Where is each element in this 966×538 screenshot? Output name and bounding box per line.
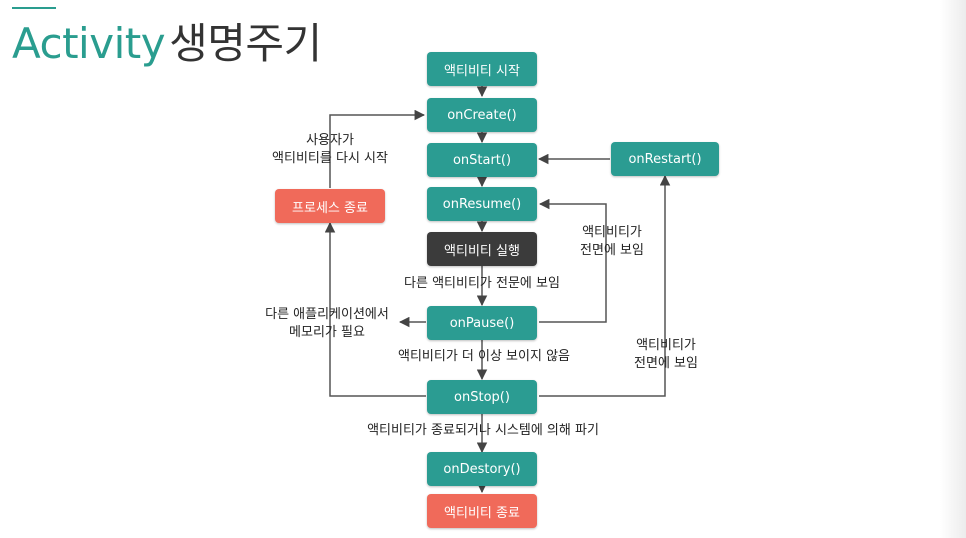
node-on-restart: onRestart()	[611, 142, 719, 176]
label-user-restart: 사용자가 액티비티를 다시 시작	[260, 132, 400, 168]
arrow-stop-to-process-killed	[324, 221, 426, 397]
title-prefix: Activity	[12, 19, 166, 68]
label-foreground-resume-line-2: 전면에 보임	[580, 243, 644, 258]
title-accent-rule	[12, 7, 56, 9]
node-on-pause: onPause()	[427, 306, 537, 340]
label-memory-needed-line-2: 메모리가 필요	[289, 325, 365, 340]
label-other-activity-foreground: 다른 액티비티가 전문에 보임	[404, 276, 560, 291]
page-title: Activity생명주기	[12, 16, 322, 72]
arrow-pause-to-resume	[538, 198, 607, 323]
label-user-restart-line-1: 사용자가	[306, 133, 354, 148]
node-activity-running: 액티비티 실행	[427, 232, 537, 266]
node-process-killed: 프로세스 종료	[275, 189, 385, 223]
title-suffix: 생명주기	[169, 19, 322, 68]
label-user-restart-line-2: 액티비티를 다시 시작	[272, 151, 388, 166]
node-on-destroy: onDestory()	[427, 452, 537, 486]
slide-edge-shade	[940, 0, 966, 538]
label-foreground-restart-line-1: 액티비티가	[636, 338, 696, 353]
node-on-start: onStart()	[427, 143, 537, 177]
label-foreground-resume-line-1: 액티비티가	[582, 225, 642, 240]
label-memory-needed: 다른 애플리케이션에서 메모리가 필요	[252, 306, 402, 342]
label-memory-needed-line-1: 다른 애플리케이션에서	[265, 307, 389, 322]
node-on-stop: onStop()	[427, 380, 537, 414]
label-finishing-or-destroyed: 액티비티가 종료되거나 시스템에 의해 파기	[367, 423, 599, 438]
node-activity-end: 액티비티 종료	[427, 494, 537, 528]
arrow-process-killed-to-create	[329, 109, 426, 188]
arrow-stop-to-restart	[539, 174, 671, 397]
label-not-visible: 액티비티가 더 이상 보이지 않음	[397, 349, 570, 364]
node-on-resume: onResume()	[427, 187, 537, 221]
node-on-create: onCreate()	[427, 98, 537, 132]
label-foreground-restart: 액티비티가 전면에 보임	[618, 337, 714, 373]
node-activity-start: 액티비티 시작	[427, 52, 537, 86]
label-foreground-resume: 액티비티가 전면에 보임	[564, 224, 660, 260]
label-foreground-restart-line-2: 전면에 보임	[634, 356, 698, 371]
